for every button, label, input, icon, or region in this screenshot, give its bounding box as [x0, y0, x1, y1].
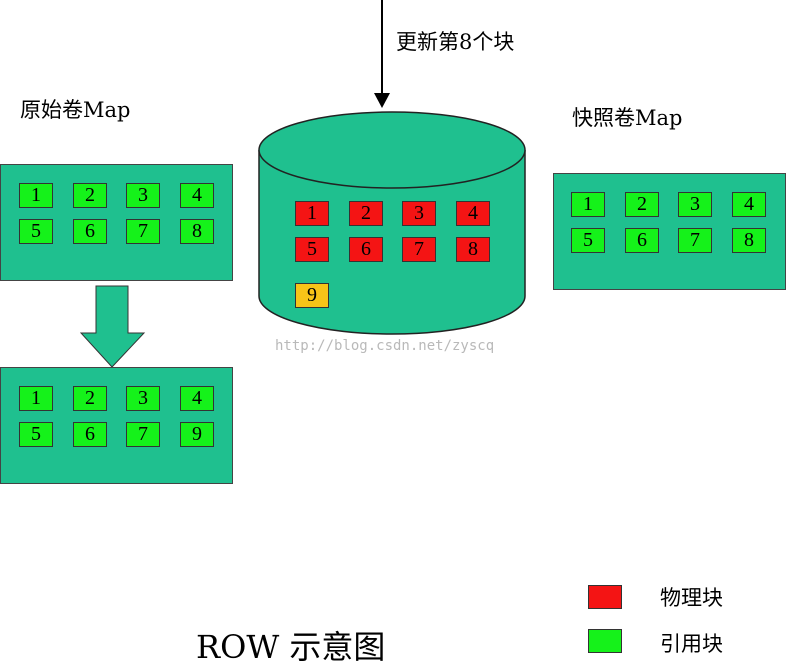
map-cell: 8	[732, 228, 766, 253]
map-cell: 1	[19, 386, 53, 411]
physical-block: 3	[402, 201, 436, 226]
map-cell: 2	[73, 386, 107, 411]
new-physical-block: 9	[295, 283, 329, 308]
map-cell: 2	[625, 192, 659, 217]
physical-block: 2	[349, 201, 383, 226]
map-cell: 7	[126, 422, 160, 447]
legend-physical-swatch	[588, 585, 622, 609]
original-map: 1 2 3 4 5 6 7 8	[0, 164, 233, 281]
snapshot-map-title: 快照卷Map	[572, 106, 683, 130]
physical-block: 1	[295, 201, 329, 226]
map-cell: 7	[126, 219, 160, 244]
map-cell: 5	[19, 422, 53, 447]
map-cell: 8	[180, 219, 214, 244]
physical-block: 4	[456, 201, 490, 226]
update-arrow-icon	[374, 0, 390, 108]
diagram-caption: ROW 示意图	[196, 628, 386, 666]
physical-block: 7	[402, 237, 436, 262]
original-map-title: 原始卷Map	[20, 98, 131, 122]
map-cell: 5	[571, 228, 605, 253]
legend-reference-label: 引用块	[660, 632, 723, 656]
map-cell: 6	[73, 422, 107, 447]
physical-block: 8	[456, 237, 490, 262]
updated-map: 1 2 3 4 5 6 7 9	[0, 367, 233, 484]
map-cell: 4	[180, 386, 214, 411]
map-cell: 6	[625, 228, 659, 253]
physical-block: 5	[295, 237, 329, 262]
map-cell: 2	[73, 183, 107, 208]
map-cell: 3	[126, 386, 160, 411]
map-cell: 1	[571, 192, 605, 217]
map-cell: 9	[180, 422, 214, 447]
map-cell: 3	[678, 192, 712, 217]
snapshot-map: 1 2 3 4 5 6 7 8	[553, 173, 786, 290]
map-cell: 3	[126, 183, 160, 208]
map-cell: 7	[678, 228, 712, 253]
update-label: 更新第8个块	[396, 30, 515, 54]
map-cell: 1	[19, 183, 53, 208]
legend-physical-label: 物理块	[660, 586, 723, 610]
map-cell: 5	[19, 219, 53, 244]
legend-reference-swatch	[588, 629, 622, 653]
watermark-text: http://blog.csdn.net/zyscq	[275, 338, 495, 354]
transition-arrow-icon	[80, 285, 146, 368]
map-cell: 4	[732, 192, 766, 217]
physical-block: 6	[349, 237, 383, 262]
map-cell: 6	[73, 219, 107, 244]
map-cell: 4	[180, 183, 214, 208]
